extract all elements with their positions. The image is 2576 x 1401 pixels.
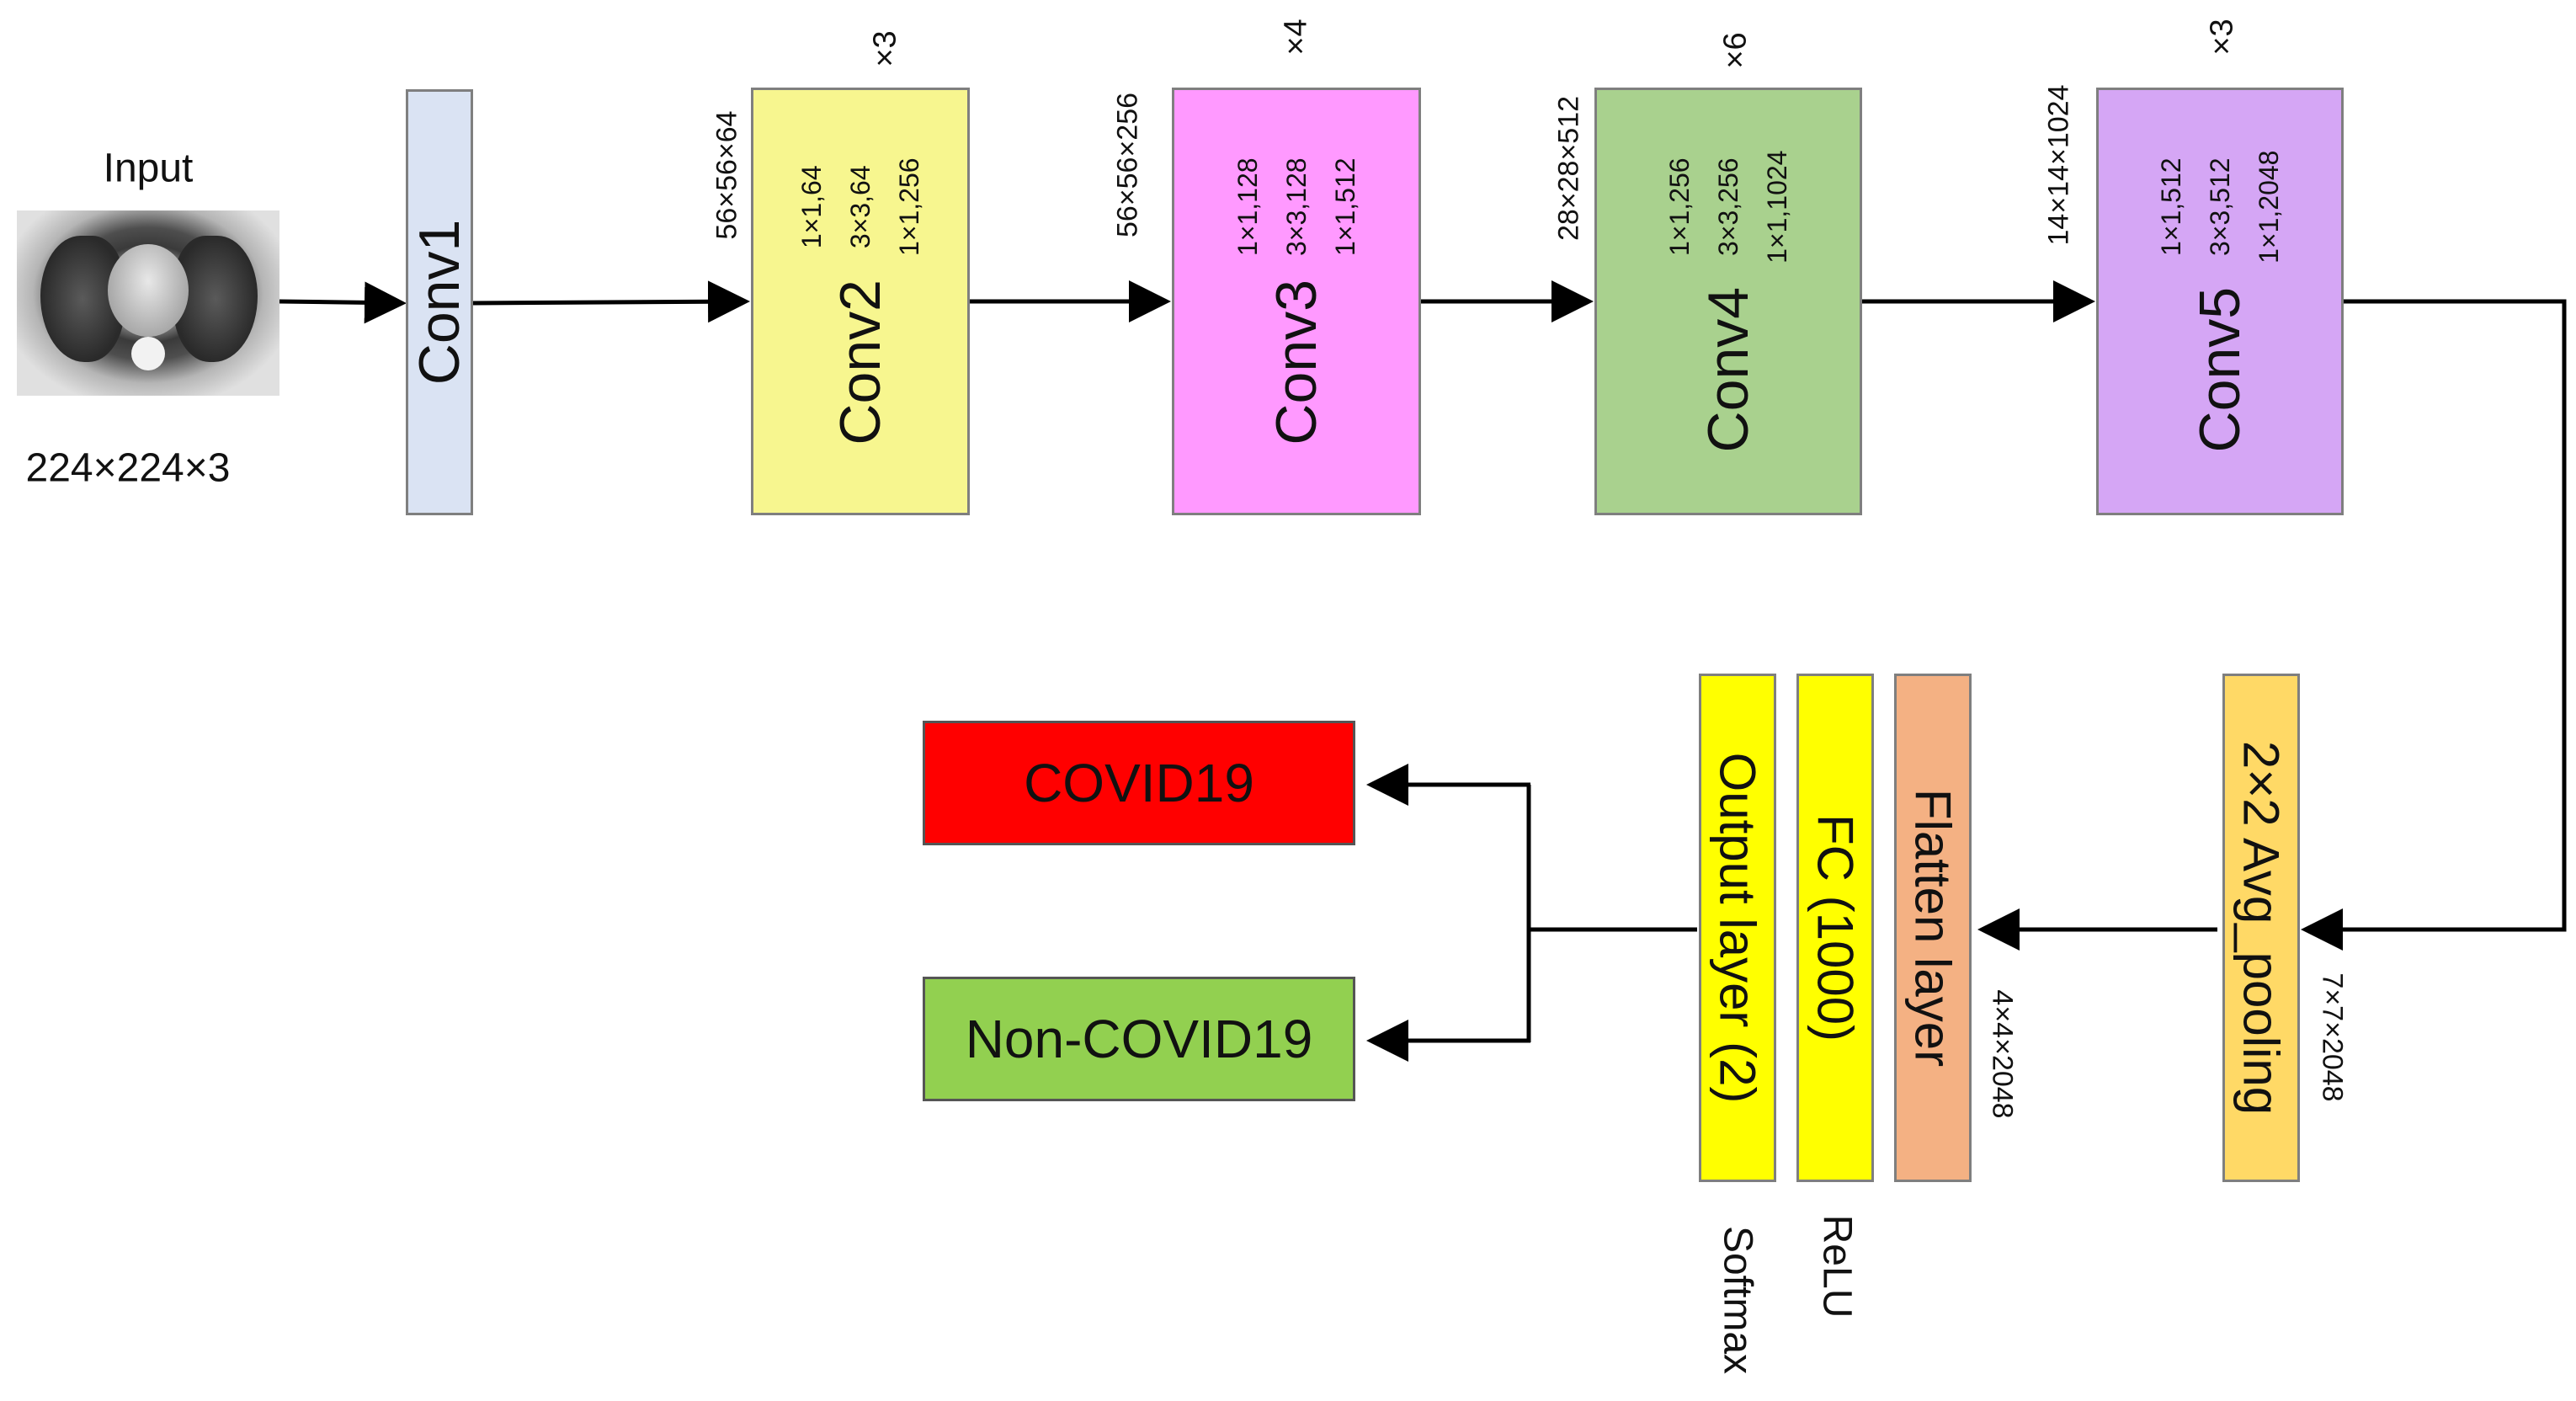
conv3-block: Conv3 1×1,128 3×3,128 1×1,512 <box>1172 88 1421 515</box>
conv2-block: Conv2 1×1,64 3×3,64 1×1,256 <box>751 88 970 515</box>
output-block: Output layer (2) <box>1699 674 1776 1182</box>
arrow-conv5-avgpool <box>2301 299 2567 951</box>
conv3-kernel-3: 1×1,512 <box>1330 157 1360 256</box>
conv3-kernel-1: 1×1,128 <box>1232 157 1263 256</box>
conv2-size: 56×56×64 <box>711 110 743 240</box>
fc-block: FC (1000) <box>1796 674 1874 1182</box>
conv5-kernel-3: 1×1,2048 <box>2254 150 2284 264</box>
conv5-repeat: ×3 <box>2204 19 2240 56</box>
conv3-kernels: 1×1,128 3×3,128 1×1,512 <box>1223 157 1370 256</box>
conv4-block: Conv4 1×1,256 3×3,256 1×1,1024 <box>1594 88 1862 515</box>
conv4-kernel-3: 1×1,1024 <box>1762 150 1792 264</box>
conv5-label: Conv5 <box>2188 286 2252 453</box>
conv5-block: Conv5 1×1,512 3×3,512 1×1,2048 <box>2096 88 2344 515</box>
output-label: Output layer (2) <box>1709 752 1766 1104</box>
conv4-kernels: 1×1,256 3×3,256 1×1,1024 <box>1655 151 1802 264</box>
conv2-kernel-3: 1×1,256 <box>894 157 924 256</box>
avgpool-size: 7×7×2048 <box>2316 972 2349 1102</box>
conv2-repeat: ×3 <box>867 30 903 67</box>
conv3-kernel-2: 3×3,128 <box>1281 157 1312 256</box>
class-covid19-label: COVID19 <box>1024 753 1254 813</box>
class-covid19: COVID19 <box>923 721 1355 845</box>
conv2-kernel-1: 1×1,64 <box>796 165 827 249</box>
conv5-size: 14×14×1024 <box>2042 84 2075 246</box>
input-label: Input <box>103 146 194 191</box>
avgpool-block: 2×2 Avg_pooling <box>2222 674 2300 1182</box>
conv4-repeat: ×6 <box>1717 32 1754 69</box>
class-non-covid19-label: Non-COVID19 <box>965 1009 1313 1069</box>
class-non-covid19: Non-COVID19 <box>923 977 1355 1101</box>
flatten-size: 4×4×2048 <box>1986 989 2019 1119</box>
conv3-size: 56×56×256 <box>1111 92 1144 238</box>
conv5-kernel-1: 1×1,512 <box>2156 157 2186 257</box>
conv4-size: 28×28×512 <box>1552 95 1585 242</box>
conv1-label: Conv1 <box>407 219 471 386</box>
conv4-kernel-1: 1×1,256 <box>1664 157 1695 257</box>
arrow-input-conv1 <box>279 281 407 324</box>
flatten-label: Flatten layer <box>1904 788 1961 1068</box>
conv5-kernels: 1×1,512 3×3,512 1×1,2048 <box>2147 151 2293 264</box>
output-activation: Softmax <box>1715 1225 1760 1375</box>
conv4-label: Conv4 <box>1696 286 1760 453</box>
conv3-label: Conv3 <box>1264 280 1328 445</box>
fc-activation: ReLU <box>1814 1214 1860 1318</box>
avgpool-label: 2×2 Avg_pooling <box>2233 740 2290 1116</box>
input-size: 224×224×3 <box>25 445 231 491</box>
conv2-kernel-2: 3×3,64 <box>845 165 876 249</box>
conv4-kernel-2: 3×3,256 <box>1713 157 1743 257</box>
ct-scan-image <box>17 210 279 396</box>
fc-label: FC (1000) <box>1807 813 1864 1042</box>
conv2-kernels: 1×1,64 3×3,64 1×1,256 <box>787 157 934 256</box>
conv1-block: Conv1 <box>406 89 473 515</box>
conv2-label: Conv2 <box>828 280 892 445</box>
conv5-kernel-2: 3×3,512 <box>2205 157 2235 257</box>
arrow-conv1-conv2 <box>472 280 750 323</box>
flatten-block: Flatten layer <box>1894 674 1972 1182</box>
conv3-repeat: ×4 <box>1278 19 1314 56</box>
